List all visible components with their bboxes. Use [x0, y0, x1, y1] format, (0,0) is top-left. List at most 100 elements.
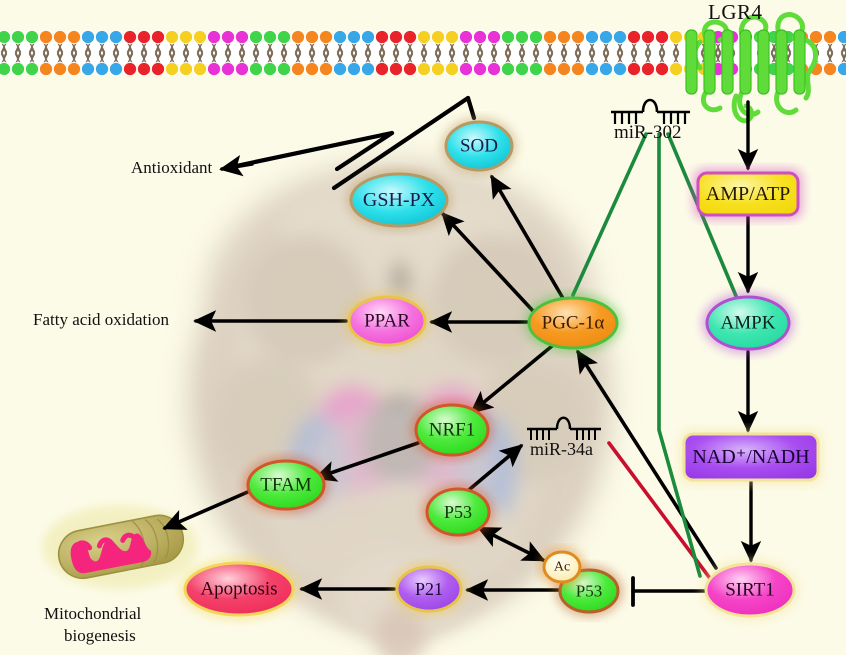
node-ppar[interactable]: PPAR	[344, 292, 430, 350]
lipid-head	[206, 61, 222, 77]
lipid-head	[598, 61, 614, 77]
lipid-head	[668, 61, 684, 77]
edge-pgc1a-to-gshpx	[441, 211, 536, 314]
edge-gshpx-stem	[233, 130, 395, 169]
lipid-head	[570, 61, 586, 77]
edge-gshpx-to-antioxidant	[334, 130, 395, 172]
edge-sod-elbow	[465, 95, 477, 121]
lipid-tail	[574, 45, 582, 65]
lipid-head	[0, 29, 12, 45]
lipid-tail	[126, 41, 134, 61]
lipid-head	[668, 29, 684, 45]
lipid-tail	[644, 45, 652, 65]
lipid-head	[836, 29, 846, 45]
lipid-tail	[336, 41, 344, 61]
lipid-head	[514, 61, 530, 77]
mir-302-hairpin	[611, 98, 690, 124]
mitochondrial-biogenesis-label-line2: biogenesis	[64, 626, 136, 645]
lipid-head	[108, 61, 124, 77]
node-label: PGC-1α	[542, 313, 605, 334]
node-label: SOD	[460, 136, 498, 157]
node-label: GSH-PX	[363, 189, 436, 211]
lipid-tail	[392, 41, 400, 61]
lipid-head	[556, 61, 572, 77]
node-sod[interactable]: SOD	[441, 117, 517, 175]
lipid-tail	[672, 41, 680, 61]
node-shape	[395, 565, 463, 613]
lgr4-receptor[interactable]	[685, 12, 818, 124]
node-ampk[interactable]: AMPK	[702, 292, 794, 354]
lipid-tail	[658, 45, 666, 65]
node-shape	[349, 172, 449, 228]
node-ampatp[interactable]: AMP/ATP	[693, 168, 803, 220]
lipid-tail	[364, 45, 372, 65]
lipid-head	[94, 29, 110, 45]
lipid-tail	[70, 45, 78, 65]
lipid-tail	[672, 45, 680, 65]
lipid-head	[248, 29, 264, 45]
lipid-head	[24, 29, 40, 45]
node-label: AMP/ATP	[706, 183, 790, 205]
lipid-head	[472, 29, 488, 45]
node-p53top[interactable]: P53	[422, 484, 494, 540]
lipid-head	[346, 29, 362, 45]
lipid-head	[220, 29, 236, 45]
lipid-head	[626, 29, 642, 45]
lipid-head	[402, 61, 418, 77]
node-tfam[interactable]: TFAM	[243, 456, 329, 514]
edge-pgc1a-to-nrf1	[469, 344, 554, 414]
node-apoptosis[interactable]: Apoptosis	[180, 558, 298, 620]
lipid-head	[374, 61, 390, 77]
node-shape	[414, 403, 490, 457]
lipid-head	[500, 29, 516, 45]
lipid-tail	[350, 45, 358, 65]
lipid-head	[416, 61, 432, 77]
lipid-tail	[126, 45, 134, 65]
lipid-head	[346, 61, 362, 77]
lipid-head	[808, 29, 824, 45]
lipid-tail	[56, 45, 64, 65]
lipid-tail	[210, 41, 218, 61]
node-nrf1[interactable]: NRF1	[411, 400, 493, 460]
lipid-head	[388, 29, 404, 45]
node-ac[interactable]: Ac	[539, 547, 585, 587]
lipid-head	[822, 29, 838, 45]
lipid-tail	[476, 45, 484, 65]
lipid-head	[24, 61, 40, 77]
lipid-tail	[490, 41, 498, 61]
lipid-tail	[532, 45, 540, 65]
lipid-tail	[770, 45, 778, 65]
lipid-tail	[504, 41, 512, 61]
lipid-head	[290, 29, 306, 45]
node-sirt1[interactable]: SIRT1	[701, 559, 799, 621]
lipid-tail	[210, 45, 218, 65]
lipid-tail	[168, 41, 176, 61]
lipid-head	[178, 29, 194, 45]
lipid-tail	[434, 41, 442, 61]
node-p21[interactable]: P21	[392, 562, 466, 616]
lipid-head	[486, 61, 502, 77]
lipid-tail	[28, 45, 36, 65]
lipid-tail	[378, 45, 386, 65]
lipid-head	[640, 29, 656, 45]
lipid-tail	[252, 41, 260, 61]
lipid-head	[150, 29, 166, 45]
node-gshpx[interactable]: GSH-PX	[346, 169, 452, 231]
lipid-tail	[364, 41, 372, 61]
node-nadnadh[interactable]: NAD⁺/NADH	[679, 429, 823, 485]
lipid-tail	[140, 41, 148, 61]
lipid-head	[318, 29, 334, 45]
lipid-head	[66, 61, 82, 77]
node-pgc1a[interactable]: PGC-1α	[524, 293, 622, 353]
lipid-head	[654, 61, 670, 77]
lipid-head	[234, 29, 250, 45]
lipid-tail	[392, 45, 400, 65]
lipid-head	[444, 61, 460, 77]
lipid-head	[654, 29, 670, 45]
lipid-tail	[406, 41, 414, 61]
lipid-head	[430, 61, 446, 77]
lipid-tail	[266, 41, 274, 61]
lipid-tail	[588, 41, 596, 61]
node-shape	[696, 171, 800, 217]
